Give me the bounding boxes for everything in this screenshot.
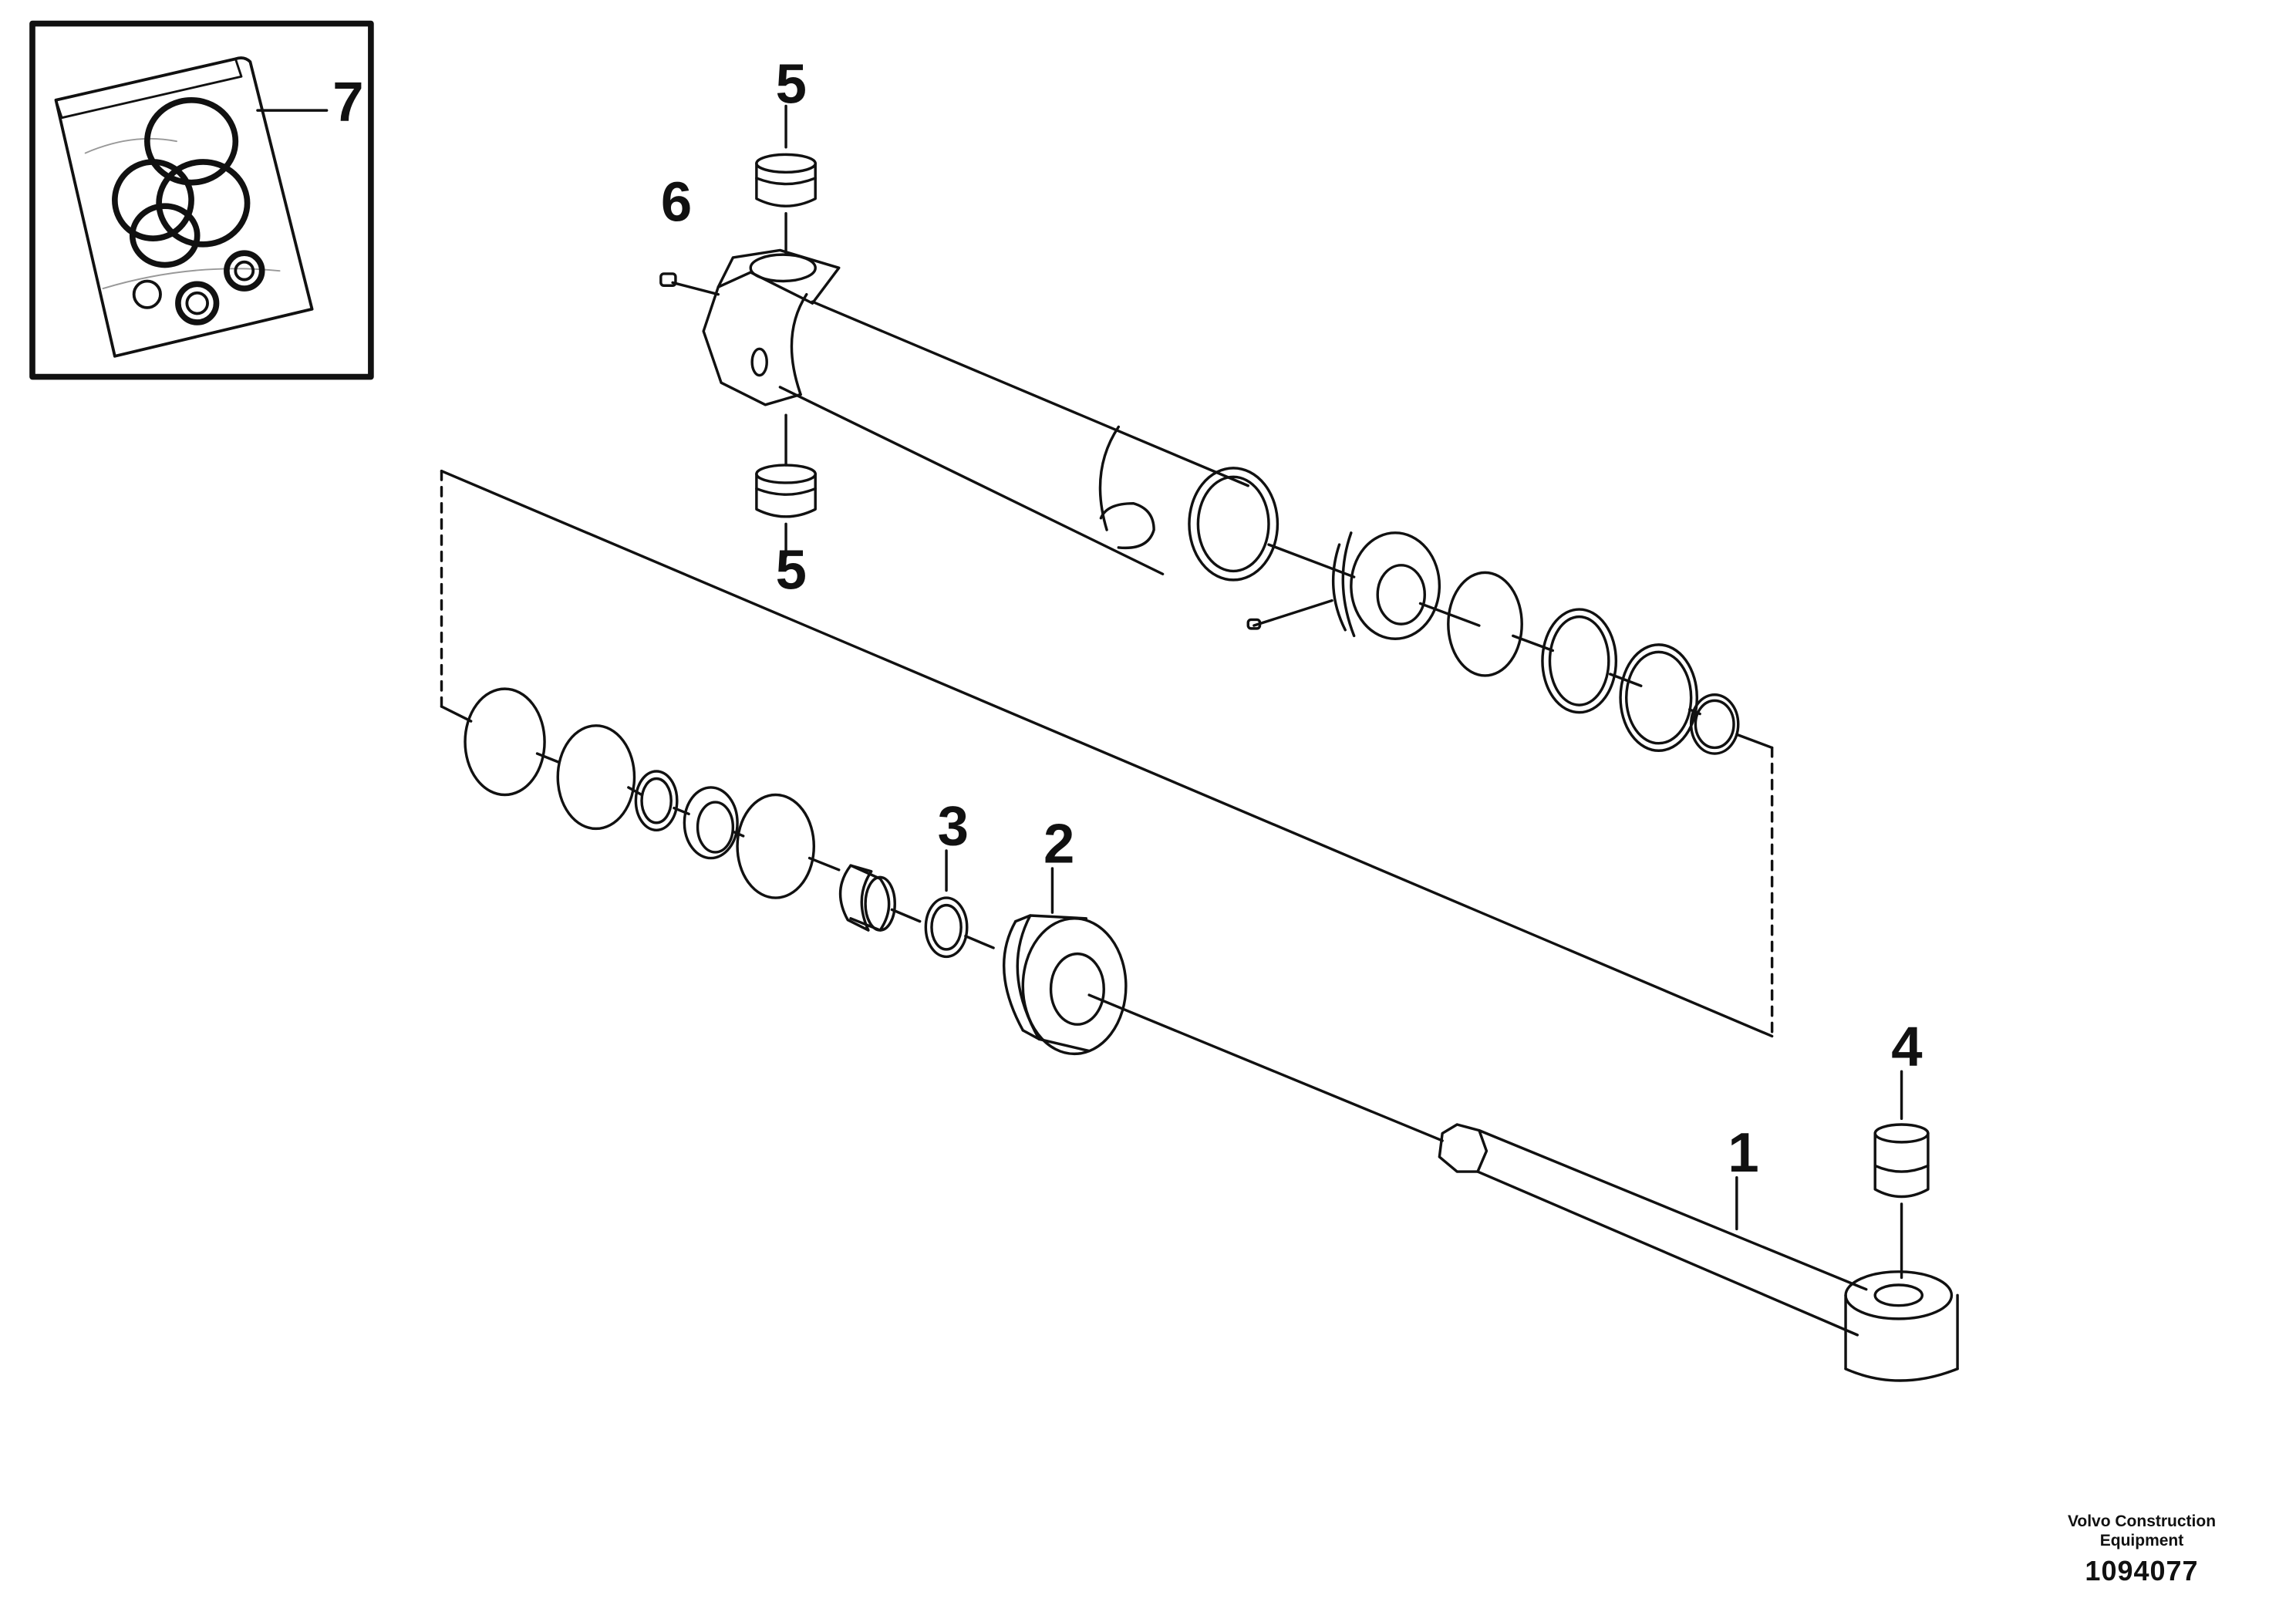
callout-2: 2: [1043, 812, 1074, 875]
drawing-footer: Volvo Construction Equipment 1094077: [2041, 1512, 2242, 1587]
callout-5-top: 5: [776, 53, 807, 116]
piston-rod-1: [1087, 993, 1959, 1382]
brand-line-2: Equipment: [2099, 1532, 2184, 1549]
callout-7: 7: [332, 70, 363, 133]
piston-and-rings: [1246, 531, 1774, 755]
bushing-5-bottom: [755, 413, 817, 558]
wiper-3: [924, 849, 969, 959]
drawing-number: 1094077: [2085, 1555, 2199, 1587]
callout-3: 3: [938, 794, 969, 857]
callout-4: 4: [1891, 1016, 1922, 1078]
bushing-4: [1873, 1070, 1930, 1280]
bushing-5-top: [755, 104, 817, 255]
callout-1: 1: [1728, 1121, 1758, 1184]
seal-kit-inset: [29, 20, 374, 380]
cylinder-tube: [659, 248, 1279, 582]
rod-seals-row: [440, 687, 922, 932]
cylinder-head-2: [964, 867, 1128, 1056]
callout-6: 6: [661, 170, 692, 233]
assembly-bracket: [440, 469, 1774, 1038]
callout-5-bottom: 5: [776, 538, 807, 601]
brand-line-1: Volvo Construction: [2067, 1512, 2217, 1530]
